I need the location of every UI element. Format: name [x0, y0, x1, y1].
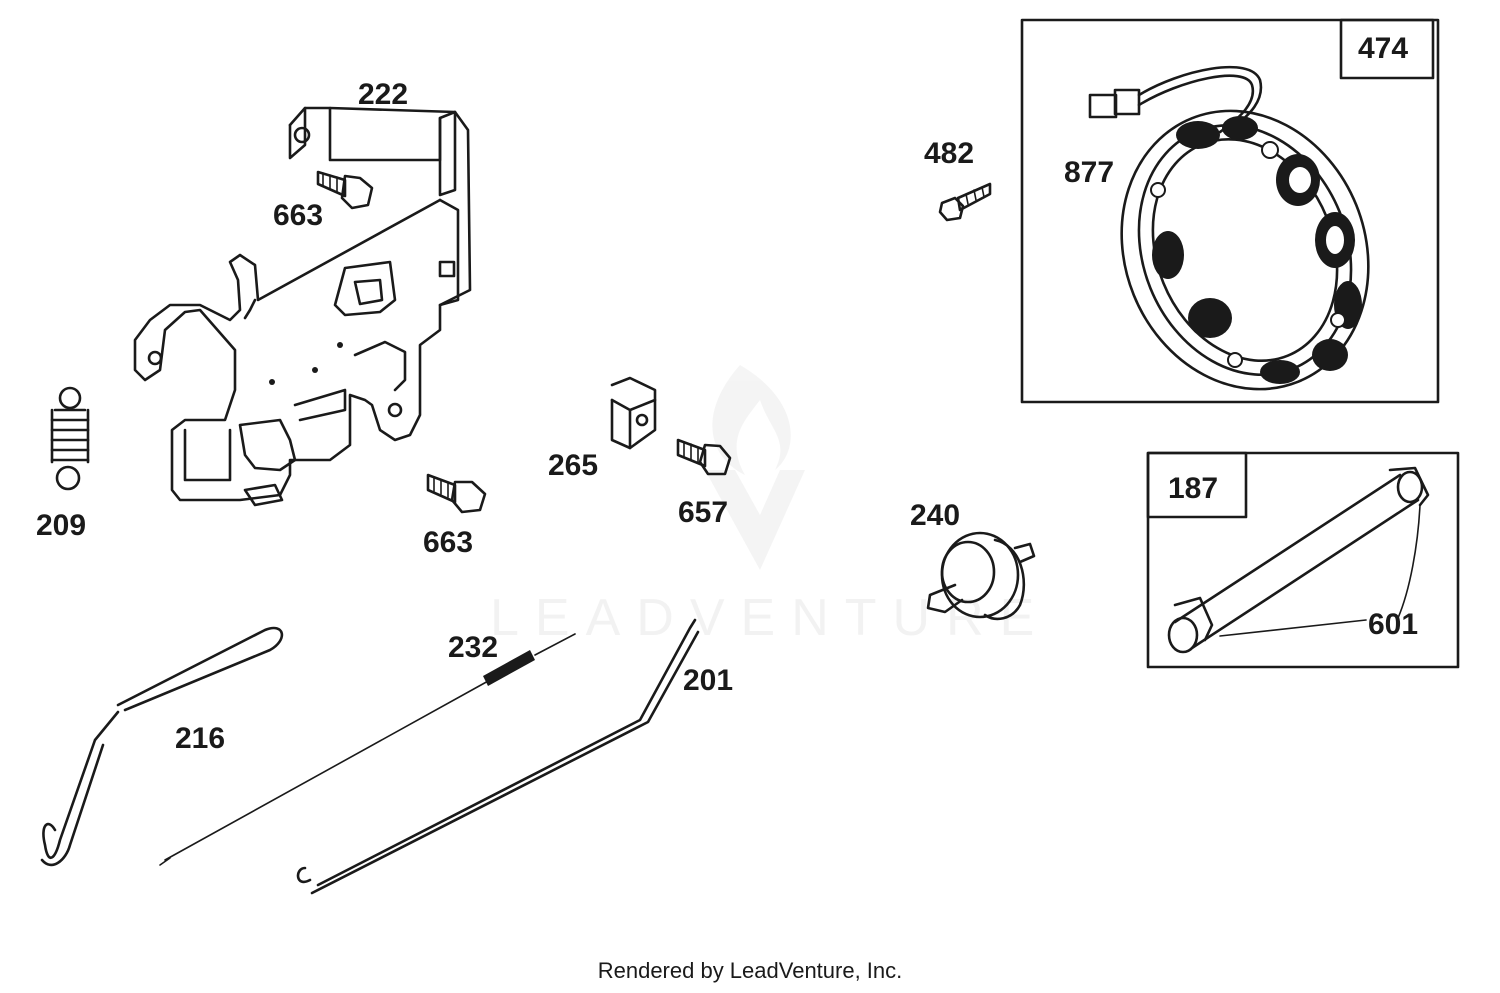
label-187: 187 — [1168, 472, 1218, 505]
part-657-screw — [676, 438, 732, 476]
label-877: 877 — [1064, 156, 1114, 189]
part-601-hose-clamp-leaders — [1219, 504, 1421, 637]
label-657: 657 — [678, 496, 728, 529]
label-209: 209 — [36, 509, 86, 542]
label-482: 482 — [924, 137, 974, 170]
label-201: 201 — [683, 664, 733, 697]
label-265: 265 — [548, 449, 598, 482]
label-474: 474 — [1358, 32, 1408, 65]
label-240: 240 — [910, 499, 960, 532]
part-232-spring-link — [159, 633, 576, 866]
label-663-lower: 663 — [423, 526, 473, 559]
part-482-screw — [938, 182, 992, 222]
part-663-screw-lower — [426, 473, 487, 514]
part-187-fuel-line — [1167, 466, 1430, 654]
label-232: 232 — [448, 631, 498, 664]
part-265-cable-clip — [610, 376, 657, 450]
part-663-screw-upper — [316, 170, 374, 210]
label-601: 601 — [1368, 608, 1418, 641]
part-474-alternator-frame — [1020, 18, 1440, 404]
label-216: 216 — [175, 722, 225, 755]
label-663-upper: 663 — [273, 199, 323, 232]
part-222-control-bracket — [133, 106, 472, 507]
footer-credit: Rendered by LeadVenture, Inc. — [597, 958, 903, 983]
part-216-governor-link — [40, 626, 284, 867]
part-209-spring — [50, 386, 90, 491]
label-222: 222 — [358, 78, 408, 111]
leadventure-watermark-logo: LEADVENTURE — [490, 365, 1050, 647]
part-187-fuel-line-frame — [1146, 451, 1460, 669]
part-474-alternator-stator — [1120, 109, 1370, 391]
part-201-throttle-rod — [296, 618, 700, 895]
part-240-fuel-filter — [926, 531, 1036, 621]
watermark-text: LEADVENTURE — [490, 589, 1050, 647]
